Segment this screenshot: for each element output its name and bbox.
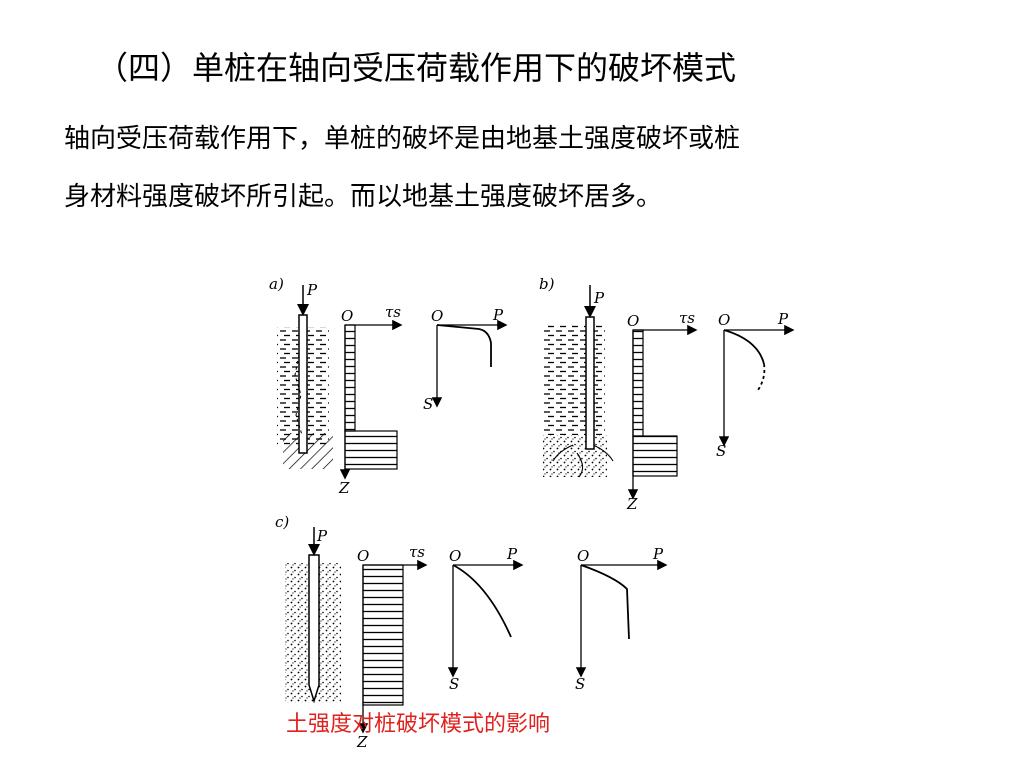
pile-failure-figure: a) P O τs Z O P S bbox=[255, 265, 715, 765]
panel-b-curve-load: P bbox=[777, 310, 789, 328]
panel-c: c) P O τs Z O P S O P S bbox=[275, 513, 668, 751]
panel-b-load-label: P bbox=[593, 289, 605, 307]
panel-c-settlement1-label: S bbox=[449, 675, 459, 693]
figure-caption: 土强度对桩破坏模式的影响 bbox=[286, 712, 551, 737]
panel-c-curve1-origin: O bbox=[449, 547, 461, 565]
panel-a-origin-label: O bbox=[341, 307, 353, 325]
panel-a-ps-curve bbox=[436, 324, 492, 367]
panel-b-tag: b) bbox=[539, 275, 555, 293]
panel-a-depth-label: Z bbox=[338, 479, 350, 497]
panel-c-curve1-load: P bbox=[506, 545, 518, 563]
panel-c-tag: c) bbox=[275, 513, 289, 531]
panel-a-friction-shaft bbox=[344, 324, 356, 432]
panel-c-origin-label: O bbox=[357, 547, 369, 565]
panel-b-depth-label: Z bbox=[626, 495, 638, 513]
slide-title: （四）单桩在轴向受压荷载作用下的破坏模式 bbox=[96, 49, 737, 87]
panel-a-friction-base bbox=[344, 430, 398, 470]
panel-b-curve-origin: O bbox=[718, 311, 730, 329]
panel-a-settlement-label: S bbox=[423, 395, 433, 413]
panel-b-bearing-layer bbox=[543, 435, 607, 477]
body-paragraph: 轴向受压荷载作用下，单桩的破坏是由地基土强度破坏或桩 身材料强度破坏所引起。而以… bbox=[64, 110, 964, 226]
panel-a-load-label: P bbox=[306, 281, 318, 299]
panel-c-ps-curve-2 bbox=[580, 564, 630, 640]
panel-a-tau-label: τs bbox=[385, 303, 401, 321]
panel-c-curve2-origin: O bbox=[577, 547, 589, 565]
panel-b-origin-label: O bbox=[627, 312, 639, 330]
panel-b-friction-shaft bbox=[632, 329, 644, 437]
panel-a-tag: a) bbox=[269, 275, 284, 293]
body-line-1: 轴向受压荷载作用下，单桩的破坏是由地基土强度破坏或桩 bbox=[64, 124, 741, 154]
panel-c-friction bbox=[362, 564, 404, 706]
panel-a-curve-origin: O bbox=[431, 307, 443, 325]
panel-c-depth-label: Z bbox=[356, 733, 368, 751]
panel-b-soil bbox=[543, 325, 605, 435]
panel-b-pile bbox=[585, 316, 595, 450]
panel-a: a) P O τs Z O P S bbox=[269, 275, 508, 497]
panel-b-settlement-label: S bbox=[716, 442, 726, 460]
panel-a-pile bbox=[298, 314, 308, 454]
panel-b-tau-label: τs bbox=[679, 309, 695, 327]
panel-c-tau-label: τs bbox=[409, 543, 425, 561]
panel-c-ps-curve-1 bbox=[452, 564, 512, 638]
panel-c-settlement2-label: S bbox=[575, 675, 585, 693]
panel-b: b) P O τs Z bbox=[539, 275, 698, 513]
panel-b-friction-base bbox=[632, 435, 678, 477]
panel-a-curve-load: P bbox=[492, 306, 504, 324]
panel-c-pile bbox=[308, 554, 320, 704]
panel-b-ps-chart: O P S bbox=[716, 310, 795, 460]
panel-c-load-label: P bbox=[316, 527, 328, 545]
panel-c-curve2-load: P bbox=[652, 545, 664, 563]
panel-b-ps-curve bbox=[723, 329, 765, 365]
panel-a-bearing-layer bbox=[283, 433, 333, 469]
body-line-2: 身材料强度破坏所引起。而以地基土强度破坏居多。 bbox=[64, 182, 663, 212]
